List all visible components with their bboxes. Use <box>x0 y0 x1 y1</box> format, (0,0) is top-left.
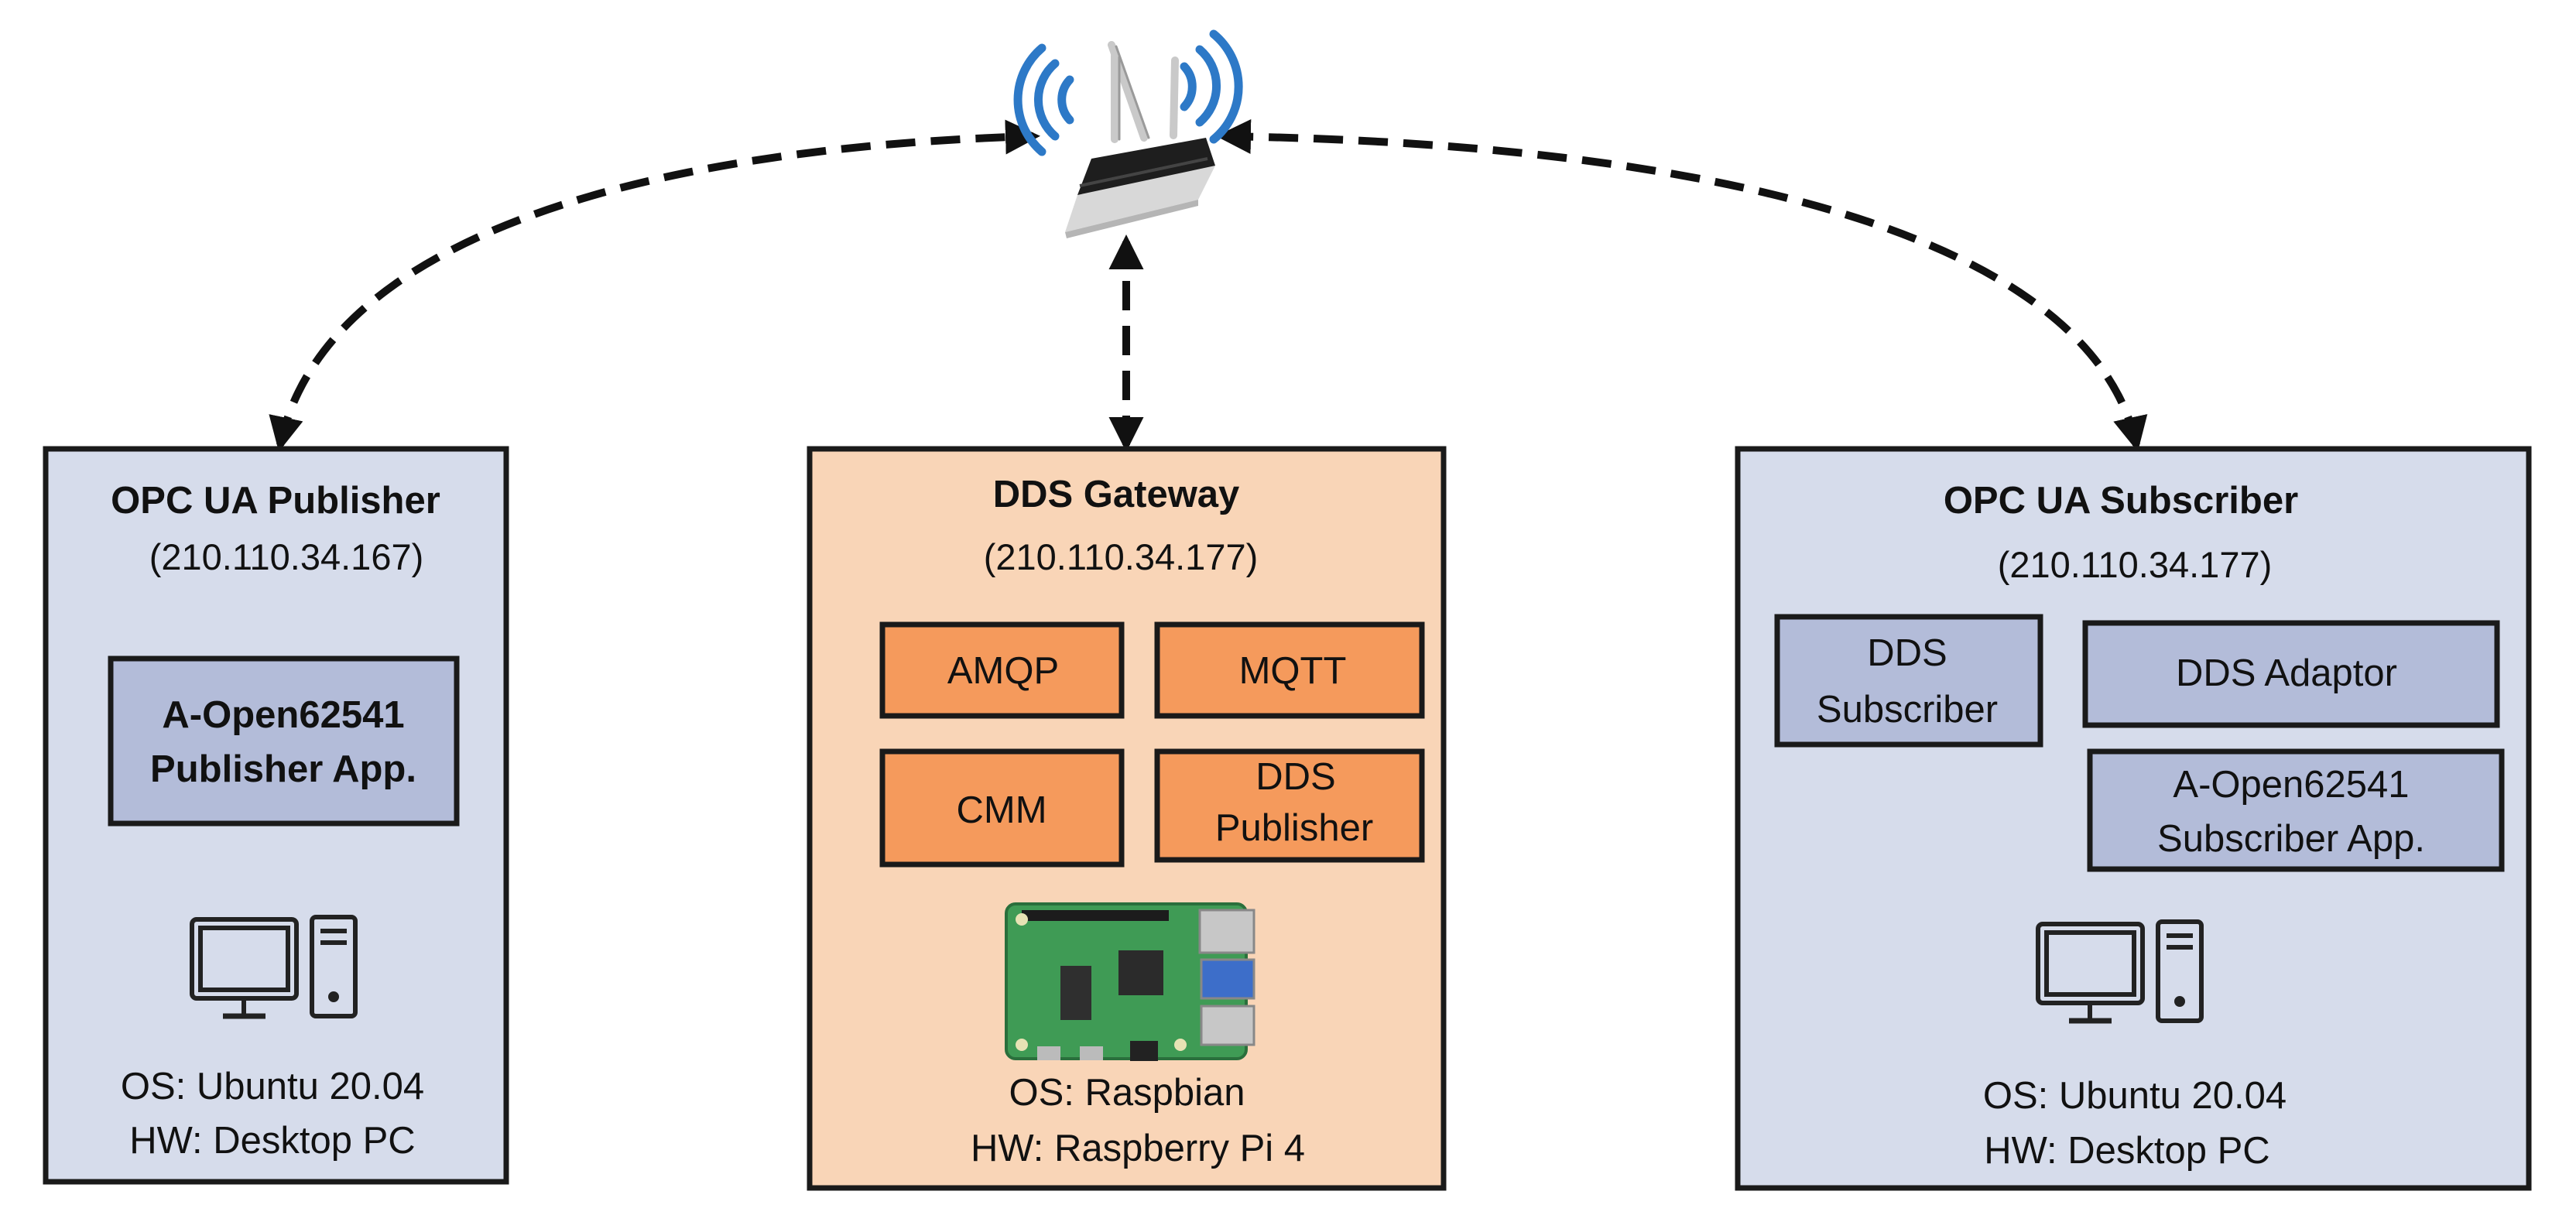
publisher-os: OS: Ubuntu 20.04 <box>121 1066 424 1107</box>
desktop-pc-icon <box>2036 919 2204 1024</box>
gateway-node: DDS Gateway (210.110.34.177) AMQP MQTT C… <box>807 446 1447 1191</box>
subscriber-hw: HW: Desktop PC <box>1984 1130 2269 1172</box>
amqp-label: AMQP <box>947 650 1059 692</box>
publisher-title: OPC UA Publisher <box>111 480 440 522</box>
dds-publisher-label-line2: Publisher <box>1215 807 1373 849</box>
subscriber-app-line2: Subscriber App. <box>2157 818 2425 860</box>
cmm-module <box>879 748 1125 868</box>
link-subscriber-router <box>1216 119 2148 452</box>
dds-publisher-label-line1: DDS <box>1255 756 1335 798</box>
gateway-hw: HW: Raspberry Pi 4 <box>971 1128 1305 1169</box>
subscriber-app-box <box>2087 748 2505 872</box>
raspberry-pi-board-icon <box>1005 902 1255 1061</box>
subscriber-ip: (210.110.34.177) <box>1998 544 2273 585</box>
subscriber-os: OS: Ubuntu 20.04 <box>1983 1075 2287 1117</box>
publisher-ip: (210.110.34.167) <box>149 536 424 577</box>
amqp-module <box>879 621 1125 719</box>
cmm-label: CMM <box>956 789 1046 831</box>
connections <box>269 119 2148 452</box>
publisher-hw: HW: Desktop PC <box>129 1120 415 1162</box>
dds-subscriber-label-line1: DDS <box>1867 632 1947 674</box>
subscriber-node: OPC UA Subscriber (210.110.34.177) DDS S… <box>1735 446 2532 1191</box>
mqtt-label: MQTT <box>1239 650 1347 692</box>
desktop-pc-icon <box>190 915 358 1019</box>
dds-publisher-module <box>1154 748 1425 863</box>
dds-adaptor-module <box>2082 620 2500 728</box>
subscriber-title: OPC UA Subscriber <box>1944 480 2298 522</box>
wifi-router-icon <box>1013 29 1243 238</box>
publisher-app-box <box>108 655 460 827</box>
publisher-node: OPC UA Publisher (210.110.34.167) A-Open… <box>43 446 509 1185</box>
publisher-app-line2: Publisher App. <box>150 748 416 790</box>
gateway-title: DDS Gateway <box>993 474 1240 515</box>
gateway-os: OS: Raspbian <box>1009 1072 1245 1114</box>
dds-subscriber-module <box>1774 614 2043 748</box>
dds-adaptor-label: DDS Adaptor <box>2176 652 2397 694</box>
link-publisher-router <box>269 119 1040 452</box>
gateway-ip: (210.110.34.177) <box>984 536 1259 577</box>
subscriber-app-line1: A-Open62541 <box>2173 764 2409 806</box>
dds-subscriber-label-line2: Subscriber <box>1817 689 1998 731</box>
publisher-app-line1: A-Open62541 <box>162 694 404 736</box>
mqtt-module <box>1154 621 1425 719</box>
